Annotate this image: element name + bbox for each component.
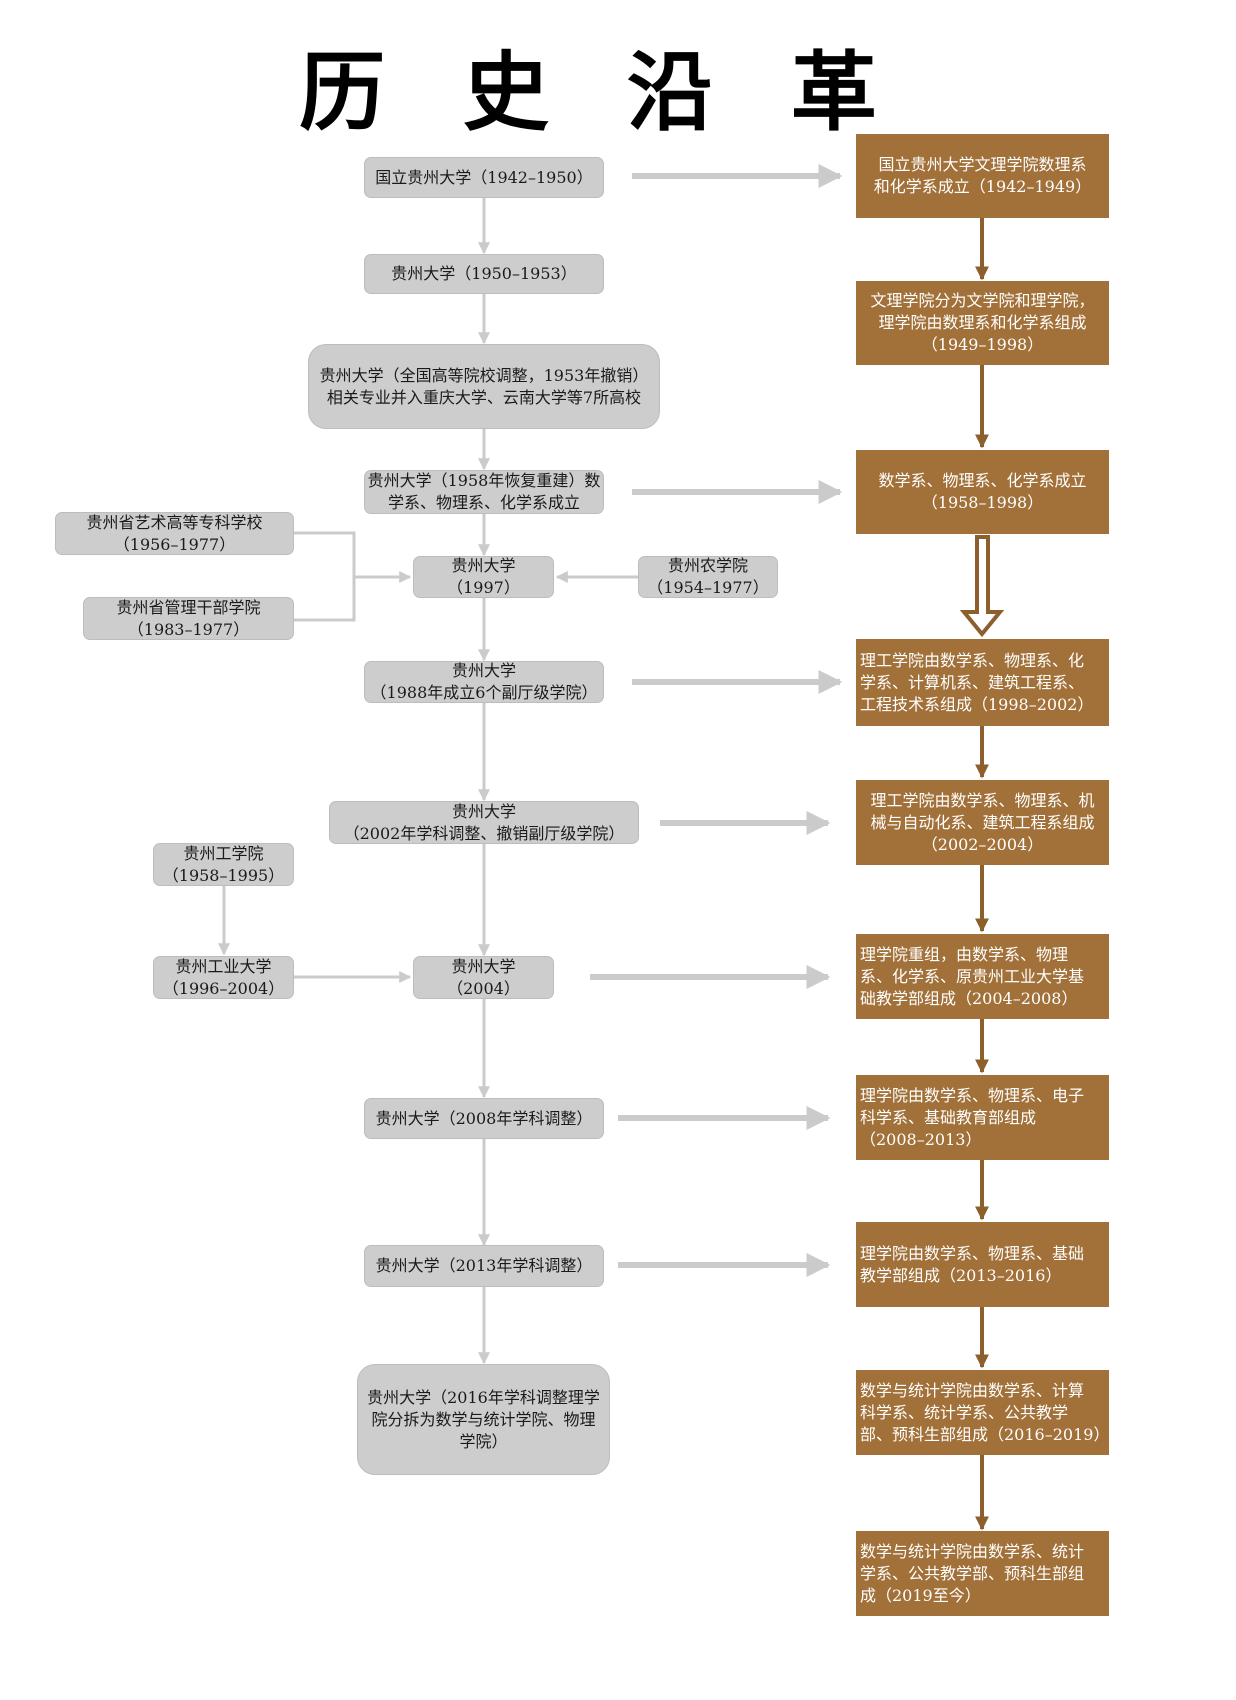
node-guizhou-university-1988: 贵州大学 （1988年成立6个副厅级学院） — [364, 661, 604, 703]
node-guizhou-university-1953: 贵州大学（全国高等院校调整，1953年撤销） 相关专业并入重庆大学、云南大学等7… — [308, 344, 660, 429]
node-guizhou-university-2008: 贵州大学（2008年学科调整） — [364, 1098, 604, 1139]
node-guizhou-university-of-technology: 贵州工业大学 （1996–2004） — [153, 956, 294, 999]
node-r6-science-college-2004: 理学院重组，由数学系、物理 系、化学系、原贵州工业大学基 础教学部组成（2004… — [856, 934, 1109, 1019]
node-guizhou-university-1997: 贵州大学 （1997） — [413, 556, 554, 598]
node-guizhou-university-2002: 贵州大学 （2002年学科调整、撤销副厅级学院） — [329, 801, 639, 844]
node-r8-science-college-2013: 理学院由数学系、物理系、基础 教学部组成（2013–2016） — [856, 1222, 1109, 1307]
node-national-guizhou-university: 国立贵州大学（1942–1950） — [364, 157, 604, 198]
node-guizhou-university-1950: 贵州大学（1950–1953） — [364, 254, 604, 294]
page-title: 历 史 沿 革 — [299, 42, 901, 143]
node-r9-math-statistics-2016: 数学与统计学院由数学系、计算 科学系、统计学系、公共教学 部、预科生部组成（20… — [856, 1370, 1109, 1455]
merge-gray-arrows — [294, 531, 638, 983]
node-r4-engineering-college-1998: 理工学院由数学系、物理系、化 学系、计算机系、建筑工程系、 工程技术系组成（19… — [856, 639, 1109, 726]
node-r5-engineering-college-2002: 理工学院由数学系、物理系、机 械与自动化系、建筑工程系组成 （2002–2004… — [856, 780, 1109, 865]
node-r1-science-dept-1942: 国立贵州大学文理学院数理系 和化学系成立（1942–1949） — [856, 134, 1109, 218]
node-guizhou-university-1958: 贵州大学（1958年恢复重建）数 学系、物理系、化学系成立 — [364, 470, 604, 514]
node-guizhou-institute-of-technology: 贵州工学院 （1958–1995） — [153, 843, 294, 886]
node-agricultural-college: 贵州农学院 （1954–1977） — [638, 556, 778, 598]
node-guizhou-university-2013: 贵州大学（2013年学科调整） — [364, 1245, 604, 1287]
node-guizhou-university-2004: 贵州大学 （2004） — [413, 956, 554, 999]
node-r10-math-statistics-2019: 数学与统计学院由数学系、统计 学系、公共教学部、预科生部组 成（2019至今） — [856, 1531, 1109, 1616]
horizontal-gray-arrows — [590, 164, 843, 1277]
node-r2-science-college-1949: 文理学院分为文学院和理学院， 理学院由数理系和化学系组成 （1949–1998） — [856, 281, 1109, 365]
node-r7-science-college-2008: 理学院由数学系、物理系、电子 科学系、基础教育部组成 （2008–2013） — [856, 1075, 1109, 1160]
node-r3-departments-1958: 数学系、物理系、化学系成立 （1958–1998） — [856, 450, 1109, 534]
vertical-gray-arrows — [218, 198, 490, 1365]
hollow-brown-arrow — [959, 535, 1005, 638]
node-management-cadre-college: 贵州省管理干部学院 （1983–1977） — [83, 597, 294, 640]
node-art-college: 贵州省艺术高等专科学校 （1956–1977） — [55, 512, 294, 555]
node-guizhou-university-2016: 贵州大学（2016年学科调整理学 院分拆为数学与统计学院、物理 学院） — [357, 1364, 610, 1475]
